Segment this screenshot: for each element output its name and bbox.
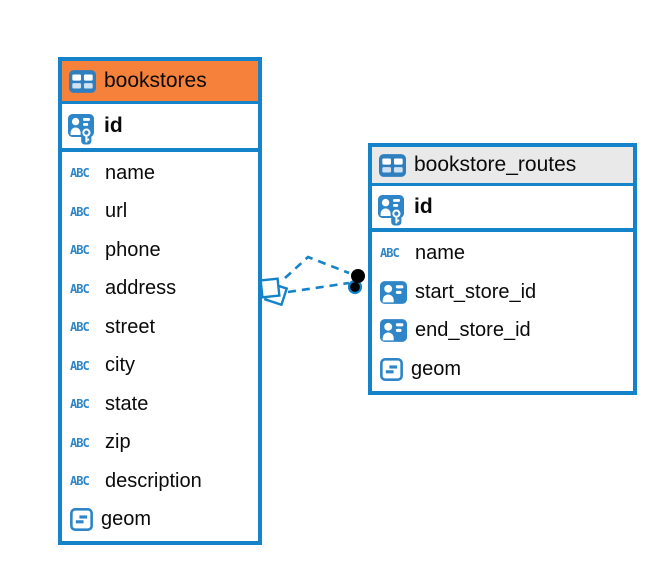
relationship-line[interactable] <box>287 281 350 294</box>
primary-key-name: id <box>414 195 433 218</box>
text-abc-icon: ABC <box>70 474 90 489</box>
columns-section: ABC name start_store_id <box>372 232 633 391</box>
many-end-marker <box>259 277 289 307</box>
text-abc-icon: ABC <box>70 243 90 258</box>
column-name: phone <box>105 238 161 261</box>
geometry-icon <box>70 508 93 532</box>
column-row[interactable]: ABC city <box>62 347 258 386</box>
text-abc-icon: ABC <box>70 166 90 181</box>
foreign-key-icon <box>380 280 407 304</box>
column-name: state <box>105 392 149 415</box>
column-row[interactable]: ABC state <box>62 385 258 424</box>
column-row[interactable]: ABC description <box>62 462 258 501</box>
text-abc-icon: ABC <box>70 358 90 373</box>
column-row[interactable]: start_store_id <box>372 273 633 312</box>
text-abc-icon: ABC <box>70 281 90 296</box>
foreign-key-icon <box>380 319 407 343</box>
one-end-marker <box>347 269 365 295</box>
table-bookstore-routes-header[interactable]: bookstore_routes <box>372 147 633 186</box>
columns-section: ABC name ABC url ABC phone ABC address A… <box>62 152 258 541</box>
column-name: url <box>105 200 128 223</box>
column-name: zip <box>105 431 131 454</box>
primary-key-icon <box>68 113 96 145</box>
column-name: end_store_id <box>415 319 531 342</box>
column-row[interactable]: end_store_id <box>372 312 633 351</box>
text-abc-icon: ABC <box>70 204 90 219</box>
table-bookstores-header[interactable]: bookstores <box>62 61 258 104</box>
table-name: bookstore_routes <box>414 153 577 176</box>
column-name: start_store_id <box>415 280 537 303</box>
column-name: geom <box>101 508 152 531</box>
text-abc-icon: ABC <box>70 435 90 450</box>
column-name: name <box>415 241 466 264</box>
primary-key-row[interactable]: id <box>62 104 258 152</box>
column-row[interactable]: ABC name <box>62 154 258 193</box>
column-row[interactable]: ABC street <box>62 308 258 347</box>
column-row[interactable]: ABC url <box>62 193 258 232</box>
table-icon <box>379 153 406 177</box>
column-name: street <box>105 315 156 338</box>
column-row[interactable]: geom <box>372 350 633 389</box>
column-row[interactable]: ABC name <box>372 234 633 273</box>
table-name: bookstores <box>104 69 207 92</box>
primary-key-name: id <box>104 114 123 137</box>
column-name: address <box>105 277 177 300</box>
column-row[interactable]: ABC phone <box>62 231 258 270</box>
column-row[interactable]: ABC zip <box>62 424 258 463</box>
relationship-line[interactable] <box>284 255 350 279</box>
text-abc-icon: ABC <box>380 246 400 261</box>
column-name: name <box>105 161 156 184</box>
column-row[interactable]: geom <box>62 501 258 540</box>
primary-key-row[interactable]: id <box>372 186 633 232</box>
table-icon <box>69 69 96 93</box>
geometry-icon <box>380 358 403 382</box>
table-bookstore-routes[interactable]: bookstore_routes id ABC <box>368 143 637 395</box>
primary-key-icon <box>378 194 406 226</box>
column-name: city <box>105 354 135 377</box>
column-row[interactable]: ABC address <box>62 270 258 309</box>
text-abc-icon: ABC <box>70 397 90 412</box>
text-abc-icon: ABC <box>70 320 90 335</box>
column-name: description <box>105 469 202 492</box>
table-bookstores[interactable]: bookstores id ABC na <box>58 57 262 545</box>
column-name: geom <box>411 358 462 381</box>
